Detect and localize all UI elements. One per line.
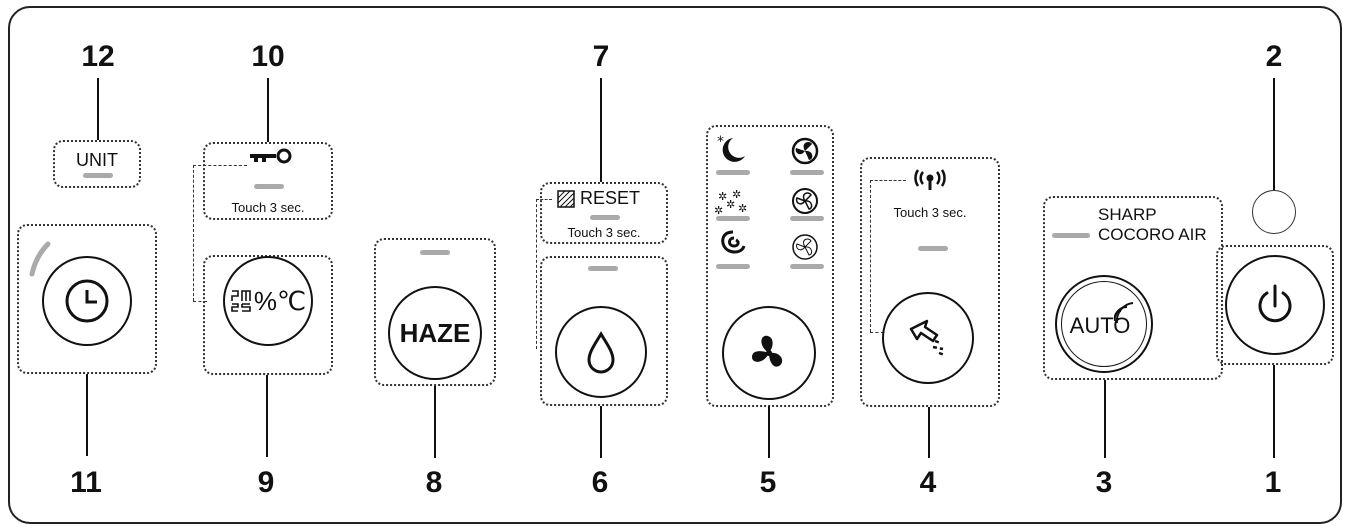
svg-text:✲: ✲ (738, 202, 747, 215)
wireless-signal-icon (914, 169, 946, 190)
reset-indicator-led (590, 215, 620, 220)
callout-7: 7 (592, 40, 610, 73)
leader-line-3 (1104, 380, 1106, 458)
leader-line-8 (434, 386, 436, 458)
humidify-indicator-led (588, 266, 618, 271)
cocoro-indicator-led (1052, 233, 1090, 238)
reset-label: RESET (580, 188, 641, 208)
leader-line-12 (97, 78, 99, 140)
callout-2: 2 (1265, 40, 1283, 73)
leader-line-11 (86, 374, 88, 456)
callout-6: 6 (591, 466, 609, 499)
fan-mode-area (706, 125, 834, 407)
auto-label: AUTO (1069, 313, 1131, 338)
sleep-indicator-led (716, 170, 750, 175)
control-panel (8, 6, 1342, 524)
haze-label: HAZE (399, 317, 471, 348)
leader-line-6 (600, 406, 602, 458)
filter-icon (557, 190, 575, 208)
fan-low-icon (792, 234, 818, 260)
leader-line-1 (1273, 365, 1275, 458)
wireless-dash-h (870, 180, 906, 181)
fan-icon (752, 335, 783, 367)
auto-button[interactable]: AUTO (1055, 275, 1153, 373)
cursor-arrow-icon (909, 319, 946, 357)
child-lock-dash-h (193, 165, 247, 166)
pm25-icon (231, 290, 251, 312)
leader-line-4 (928, 407, 930, 458)
light-sensor (1252, 190, 1296, 234)
clock-icon (65, 279, 109, 323)
callout-12: 12 (81, 40, 115, 73)
leader-line-9 (266, 375, 268, 457)
brand-cocoro-air-label: COCORO AIR (1098, 225, 1207, 244)
svg-text:✲: ✲ (714, 204, 723, 217)
haze-button-area (374, 238, 496, 386)
wireless-dash-h2 (870, 332, 884, 333)
callout-5: 5 (759, 466, 777, 499)
callout-10: 10 (251, 40, 285, 73)
signal-arc-icon (1113, 302, 1134, 324)
humidify-button-area (540, 256, 668, 406)
direction-button[interactable] (882, 292, 974, 384)
pollen-indicator-led (716, 216, 750, 221)
pollen-icon: ✲✲ ✲✲✲ (714, 188, 747, 217)
fan-high-indicator-led (790, 170, 824, 175)
fan-high-icon (791, 137, 819, 165)
callout-11: 11 (70, 466, 102, 499)
unit-button-area[interactable] (53, 140, 141, 188)
power-button-area (1216, 245, 1334, 365)
child-lock-area[interactable] (203, 142, 333, 220)
wireless-indicator-led (918, 246, 948, 251)
wireless-dash-v (870, 180, 871, 332)
haze-indicator-led (420, 250, 450, 255)
timer-button[interactable] (42, 256, 132, 346)
svg-text:✲: ✲ (732, 188, 741, 201)
auto-button-area (1043, 196, 1223, 380)
wireless-touch-label: Touch 3 sec. (893, 205, 967, 220)
child-lock-touch-label: Touch 3 sec. (231, 200, 305, 215)
power-button[interactable] (1225, 255, 1325, 355)
callout-1: 1 (1264, 466, 1282, 499)
cyclone-icon (721, 230, 746, 254)
child-lock-dash-v (193, 165, 194, 301)
reset-dash-h (536, 199, 552, 200)
timer-indicator-led (29, 241, 51, 277)
key-icon (250, 148, 292, 164)
display-button[interactable]: %℃ (223, 256, 313, 346)
filter-reset-area[interactable] (540, 182, 668, 244)
child-lock-dash-h2 (193, 301, 207, 302)
leader-line-2 (1273, 78, 1275, 190)
display-units-text: %℃ (253, 285, 307, 316)
leader-line-7 (600, 78, 602, 182)
moon-icon: * (717, 134, 745, 162)
leader-line-5 (768, 406, 770, 458)
timer-button-area (17, 224, 157, 374)
unit-label: UNIT (76, 150, 118, 170)
reset-dash-v (536, 199, 537, 349)
callout-8: 8 (425, 466, 443, 499)
turbo-indicator-led (716, 264, 750, 269)
callout-4: 4 (919, 466, 937, 499)
callout-9: 9 (257, 466, 275, 499)
svg-text:*: * (717, 134, 724, 150)
unit-indicator-led (83, 173, 113, 178)
water-drop-icon (587, 331, 615, 374)
child-lock-indicator-led (254, 184, 284, 189)
fan-medium-icon (792, 188, 818, 214)
reset-touch-label: Touch 3 sec. (567, 225, 641, 240)
leader-line-10 (267, 78, 269, 142)
power-icon (1258, 284, 1292, 323)
svg-text:✲: ✲ (718, 190, 727, 203)
brand-sharp-label: SHARP (1098, 205, 1157, 224)
direction-button-area (860, 157, 1000, 407)
humidify-button[interactable] (555, 306, 647, 398)
fan-low-indicator-led (790, 264, 824, 269)
fan-button[interactable] (722, 306, 816, 400)
haze-button[interactable]: HAZE (388, 286, 482, 380)
fan-medium-indicator-led (790, 216, 824, 221)
svg-text:✲: ✲ (726, 198, 735, 211)
callout-3: 3 (1095, 466, 1113, 499)
auto-button-inner-ring (1061, 281, 1147, 367)
